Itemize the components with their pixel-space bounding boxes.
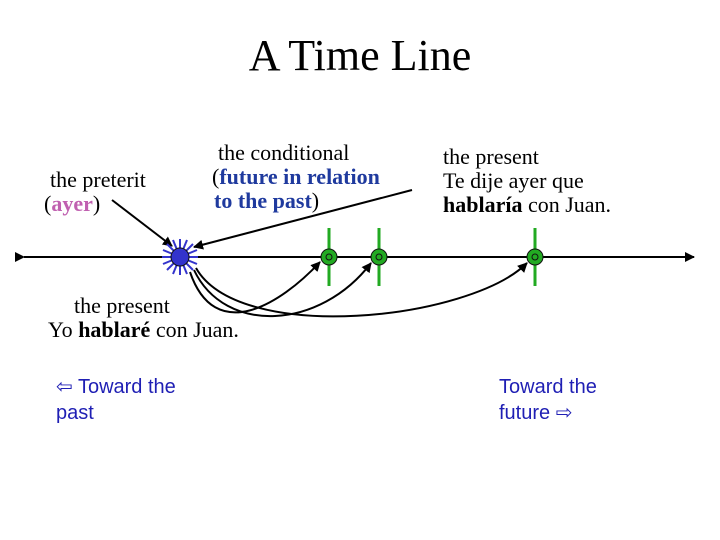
preterit-example: (ayer)	[44, 191, 101, 216]
present-left-label: the present Yo hablaré con Juan.	[48, 294, 239, 342]
curve-to-point-3	[195, 262, 528, 318]
present-right-example-2: hablaría con Juan.	[443, 192, 612, 217]
conditional-pointer-arrow	[193, 189, 413, 250]
ayer-marker	[162, 239, 198, 275]
conditional-title: the conditional	[218, 140, 350, 165]
preterit-pointer-arrow	[111, 199, 173, 247]
conditional-label: the conditional (future in relation to t…	[212, 141, 380, 213]
preterit-label: the preterit (ayer)	[44, 168, 146, 216]
left-arrow-icon: ⇦	[56, 376, 73, 398]
future-point-2	[370, 228, 388, 286]
present-left-title: the present	[74, 293, 170, 318]
present-right-label: the present Te dije ayer que hablaría co…	[443, 145, 611, 217]
slide-title: A Time Line	[248, 31, 472, 80]
present-left-example: Yo hablaré con Juan.	[48, 317, 239, 342]
preterit-title: the preterit	[50, 167, 146, 192]
present-right-title: the present	[443, 144, 539, 169]
toward-past-label: ⇦ Toward the past	[56, 376, 176, 424]
curve-to-point-1	[189, 261, 321, 314]
toward-future-label: Toward the future ⇨	[499, 376, 597, 424]
curve-to-point-2	[193, 262, 372, 317]
right-arrow-icon: ⇨	[555, 402, 573, 424]
present-right-example-1: Te dije ayer que	[443, 168, 584, 193]
future-point-1	[320, 228, 338, 286]
conditional-meaning-2: to the past)	[214, 188, 320, 213]
conditional-meaning-1: (future in relation	[212, 164, 380, 189]
ayer-word: ayer	[51, 191, 93, 216]
future-point-3	[526, 228, 544, 286]
